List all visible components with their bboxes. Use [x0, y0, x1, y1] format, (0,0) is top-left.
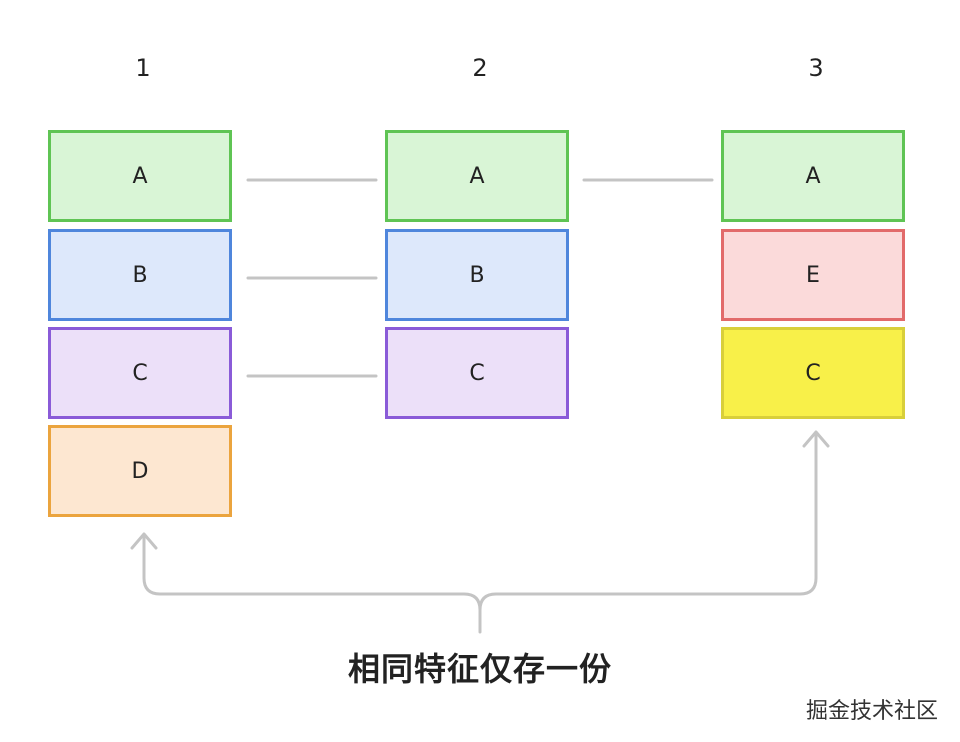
col2-block-c: C [385, 327, 569, 419]
col1-block-d: D [48, 425, 232, 517]
watermark: 掘金技术社区 [805, 699, 938, 724]
caption: 相同特征仅存一份 [347, 650, 612, 688]
arrowhead-to-D [130, 532, 158, 550]
col2-block-a: A [385, 130, 569, 222]
col1-block-a: A [48, 130, 232, 222]
col1-block-b: B [48, 229, 232, 321]
arrowhead-to-3C [802, 430, 830, 448]
col3-block-c: C [721, 327, 905, 419]
col3-block-a: A [721, 130, 905, 222]
col3-block-e: E [721, 229, 905, 321]
col1-block-c: C [48, 327, 232, 419]
shared-feature-brace [142, 432, 818, 634]
col2-block-b: B [385, 229, 569, 321]
column-number-3: 3 [808, 54, 824, 82]
column-number-1: 1 [135, 54, 151, 82]
column-number-2: 2 [472, 54, 488, 82]
